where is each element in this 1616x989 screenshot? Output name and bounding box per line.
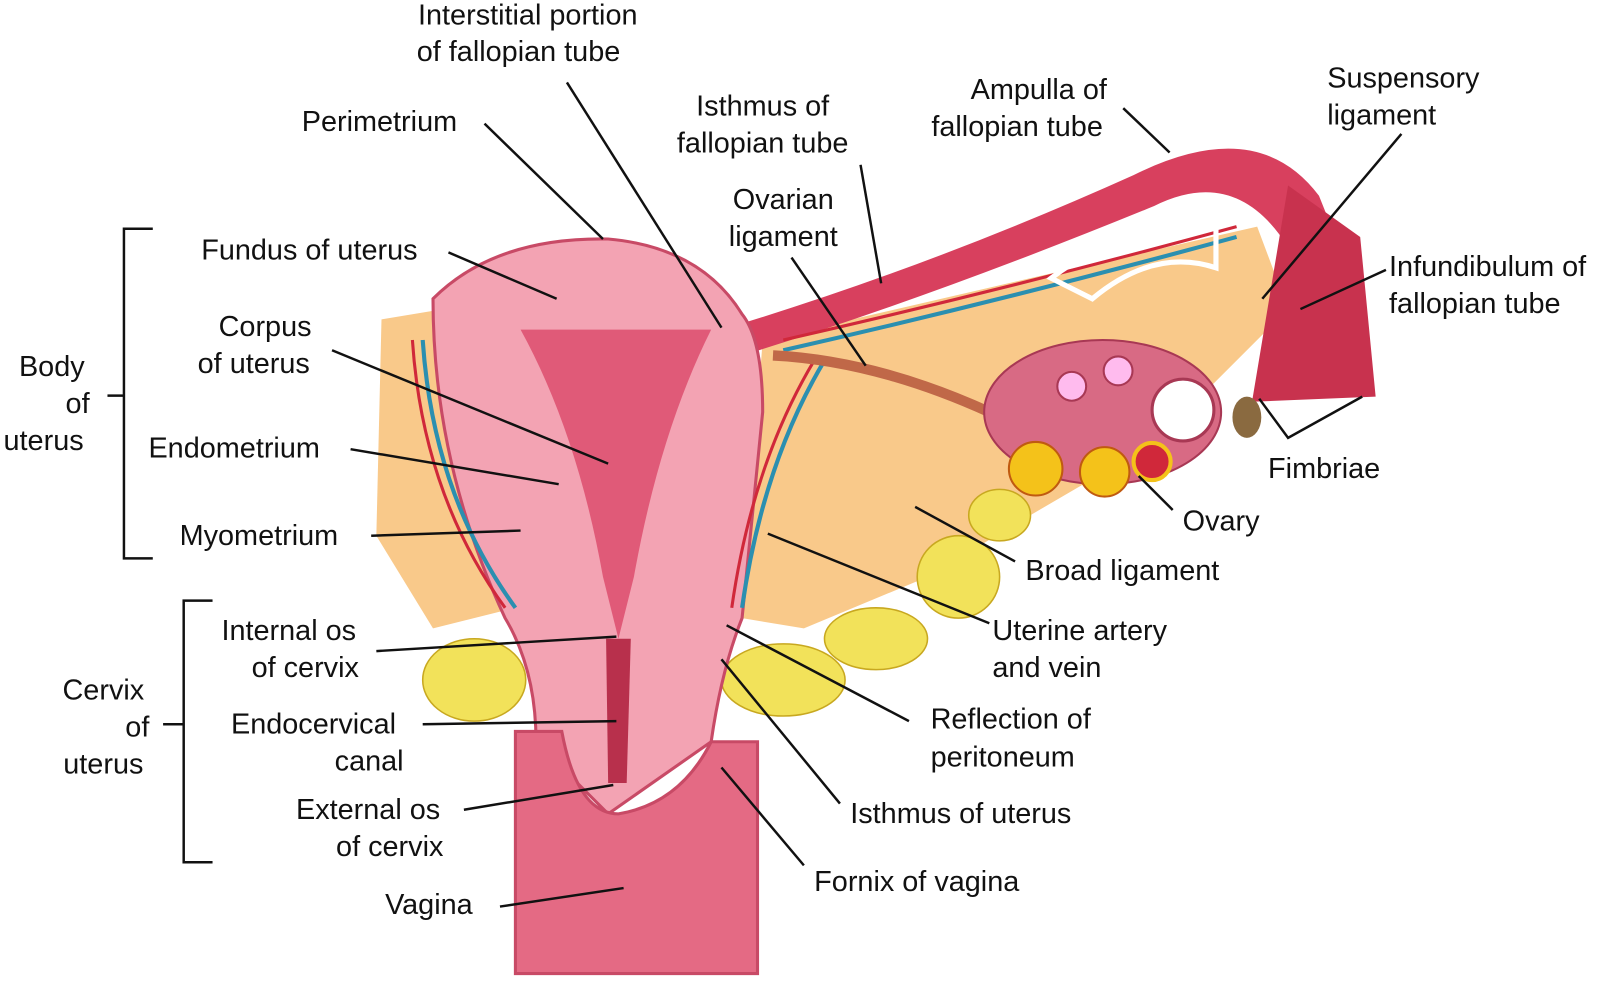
label-isthmus-uterus: Isthmus of uterus <box>850 798 1071 830</box>
leader-lines <box>107 81 1403 908</box>
tube-vessel-loops <box>1046 222 1219 302</box>
label-broad-ligament: Broad ligament <box>1025 555 1219 587</box>
fimbrial-cyst <box>1232 396 1262 438</box>
label-perimetrium: Perimetrium <box>302 106 457 138</box>
label-fundus: Fundus of uterus <box>201 235 417 267</box>
label-endometrium: Endometrium <box>148 432 319 464</box>
label-ovary: Ovary <box>1183 506 1260 538</box>
fallopian-tube-shape <box>721 148 1340 356</box>
cervical-canal <box>606 638 631 783</box>
label-vagina: Vagina <box>385 889 474 921</box>
endometrium-cavity <box>520 329 712 639</box>
label-myometrium: Myometrium <box>180 520 339 552</box>
ovary-shape <box>983 338 1223 498</box>
fimbriae-shape <box>1252 185 1376 402</box>
label-fimbriae: Fimbriae <box>1268 453 1380 485</box>
illustration <box>376 148 1376 976</box>
label-fornix: Fornix of vagina <box>814 866 1020 898</box>
fat-deposits <box>421 488 1032 722</box>
ovarian-ligament-shape <box>772 350 992 417</box>
uterine-arteries <box>410 225 1237 609</box>
